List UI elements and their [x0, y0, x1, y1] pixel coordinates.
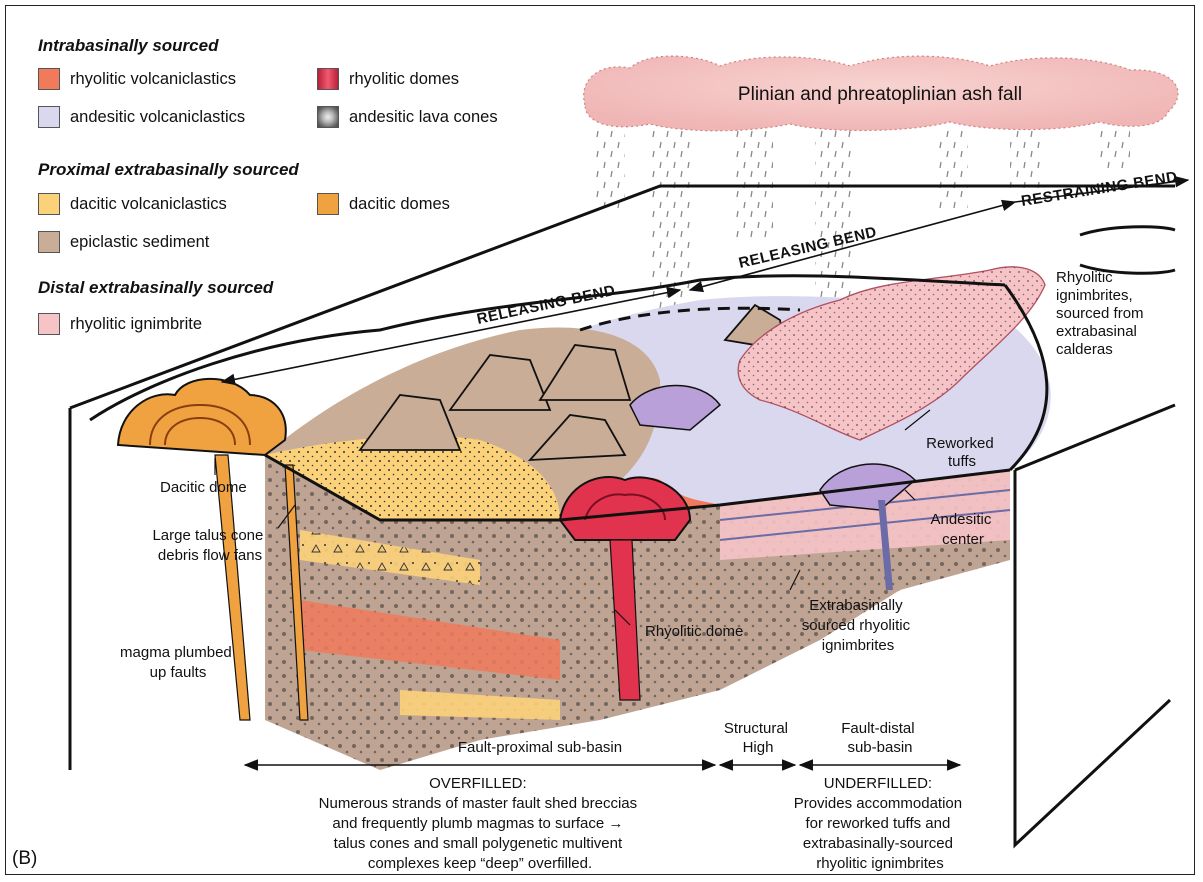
extrabasinal-ignimbrites-label: Extrabasinally sourced rhyolitic ignimbr… [802, 597, 915, 654]
fault-distal-label: Fault-distal sub-basin [841, 720, 919, 756]
rhyolitic-ignimbrites-label: Rhyolitic ignimbrites, sourced from extr… [1056, 269, 1148, 358]
underfilled-note: UNDERFILLED: Provides accommodation for … [794, 775, 967, 872]
rhyolitic-dome-label: Rhyolitic dome [645, 623, 743, 640]
ash-fall-label: Plinian and phreatoplinian ash fall [738, 84, 1022, 105]
talus-cone-label: Large talus cone debris flow fans [152, 527, 267, 564]
releasing-bend-label-left: RELEASING BEND [475, 282, 617, 328]
panel-letter: (B) [12, 848, 37, 870]
overfilled-note: OVERFILLED: Numerous strands of master f… [319, 775, 642, 872]
dacitic-dome-label: Dacitic dome [160, 479, 247, 496]
fault-proximal-label: Fault-proximal sub-basin [458, 739, 622, 756]
restraining-bend-label: RESTRAINING BEND [1020, 168, 1179, 210]
structural-high-label: Structural High [724, 720, 792, 756]
magma-plumbed-label: magma plumbed up faults [120, 644, 236, 681]
